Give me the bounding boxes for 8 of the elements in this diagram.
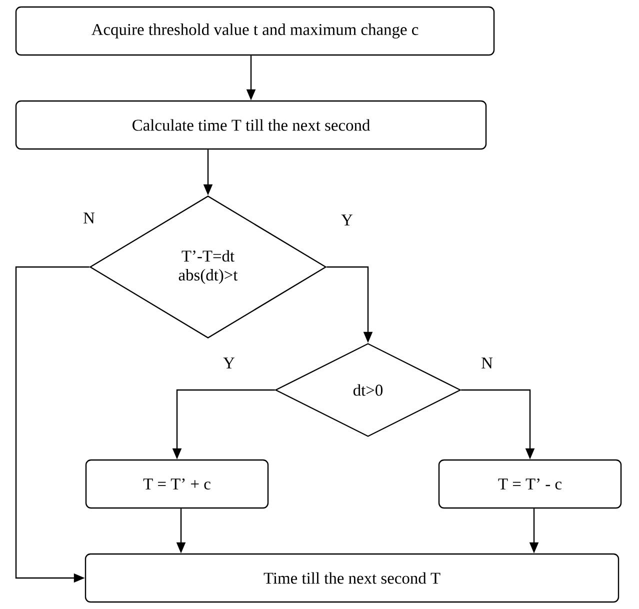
edge-label: Y xyxy=(222,356,236,370)
edge-label: N xyxy=(480,356,494,370)
process-box: Acquire threshold value t and maximum change c xyxy=(15,6,495,56)
process-box: T = T’ - c xyxy=(438,459,622,509)
edge-label: Y xyxy=(340,214,354,226)
process-box: Time till the next second T xyxy=(84,553,620,603)
process-box: T = T’ + c xyxy=(85,459,269,509)
process-box: Calculate time T till the next second xyxy=(15,100,487,150)
